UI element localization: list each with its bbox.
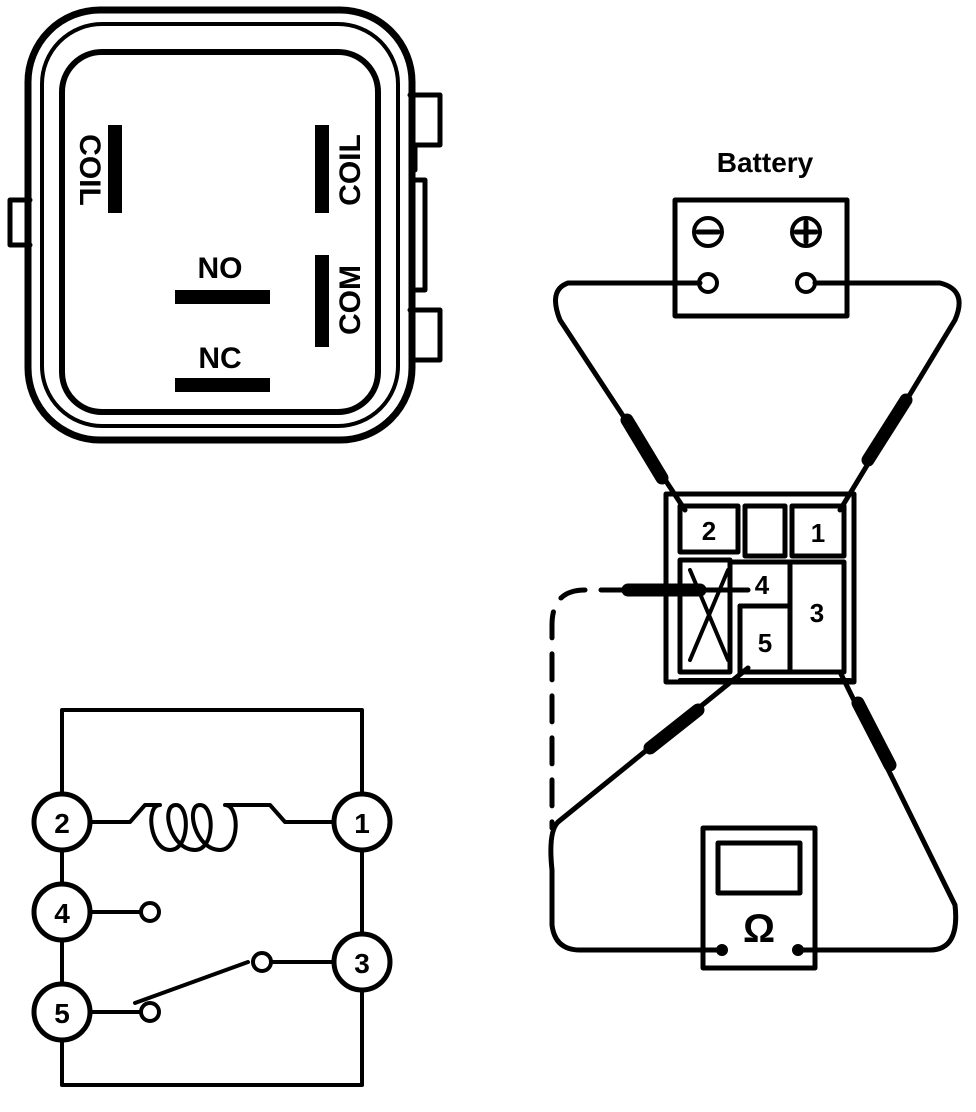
ohm-symbol-icon: Ω: [743, 907, 775, 951]
battery-minus-icon: [692, 216, 724, 248]
dashed-probe-lead: [549, 587, 630, 831]
schematic-terminal-3: 3: [331, 931, 393, 993]
ohmmeter-probe-lead-5: [548, 665, 751, 953]
svg-text:1: 1: [354, 808, 370, 839]
schematic-terminal-2: 2: [31, 791, 93, 853]
svg-text:4: 4: [54, 898, 70, 929]
coil-right-pin: [315, 125, 329, 213]
relay-face: COIL COIL COM NO NC: [7, 6, 443, 444]
connector-terminal-3: 3: [810, 598, 824, 628]
battery-positive-lead: [812, 280, 962, 513]
schematic-terminal-4: 4: [31, 881, 93, 943]
coil-right-label: COIL: [334, 134, 367, 206]
svg-text:3: 3: [354, 948, 370, 979]
battery-plus-icon: [790, 216, 822, 248]
connector-terminal-2: 2: [702, 516, 716, 546]
ohmmeter-probe-lead-3: [797, 669, 959, 953]
coil-left-pin: [108, 125, 122, 213]
battery-label: Battery: [717, 147, 814, 178]
ohmmeter-display: [715, 840, 803, 896]
svg-text:2: 2: [54, 808, 70, 839]
com-pin: [315, 255, 329, 347]
com-label: COM: [334, 265, 367, 335]
no-label: NO: [198, 252, 243, 285]
nc-pin: [175, 378, 270, 392]
schematic-terminal-5: 5: [31, 981, 93, 1043]
relay-housing: [24, 6, 416, 444]
battery: [672, 197, 850, 319]
switch-arm: [133, 960, 250, 1005]
connector-terminal-1: 1: [811, 518, 825, 548]
coil-winding: [88, 803, 337, 852]
battery-positive-terminal: [795, 272, 817, 294]
battery-negative-lead: [553, 280, 703, 513]
relay-connector: 2 1 4 3 5: [663, 491, 857, 685]
ohmmeter: Ω: [700, 825, 818, 971]
relay-schematic: 2 1 4 3 5: [31, 708, 393, 1087]
connector-terminal-4: 4: [755, 570, 770, 600]
schematic-terminal-1: 1: [331, 791, 393, 853]
test-setup: Battery 2 1: [548, 147, 962, 971]
coil-left-label: COIL: [73, 134, 106, 206]
nc-label: NC: [198, 342, 241, 375]
no-pin: [175, 290, 270, 304]
svg-text:5: 5: [54, 998, 70, 1029]
connector-terminal-5: 5: [758, 628, 772, 658]
